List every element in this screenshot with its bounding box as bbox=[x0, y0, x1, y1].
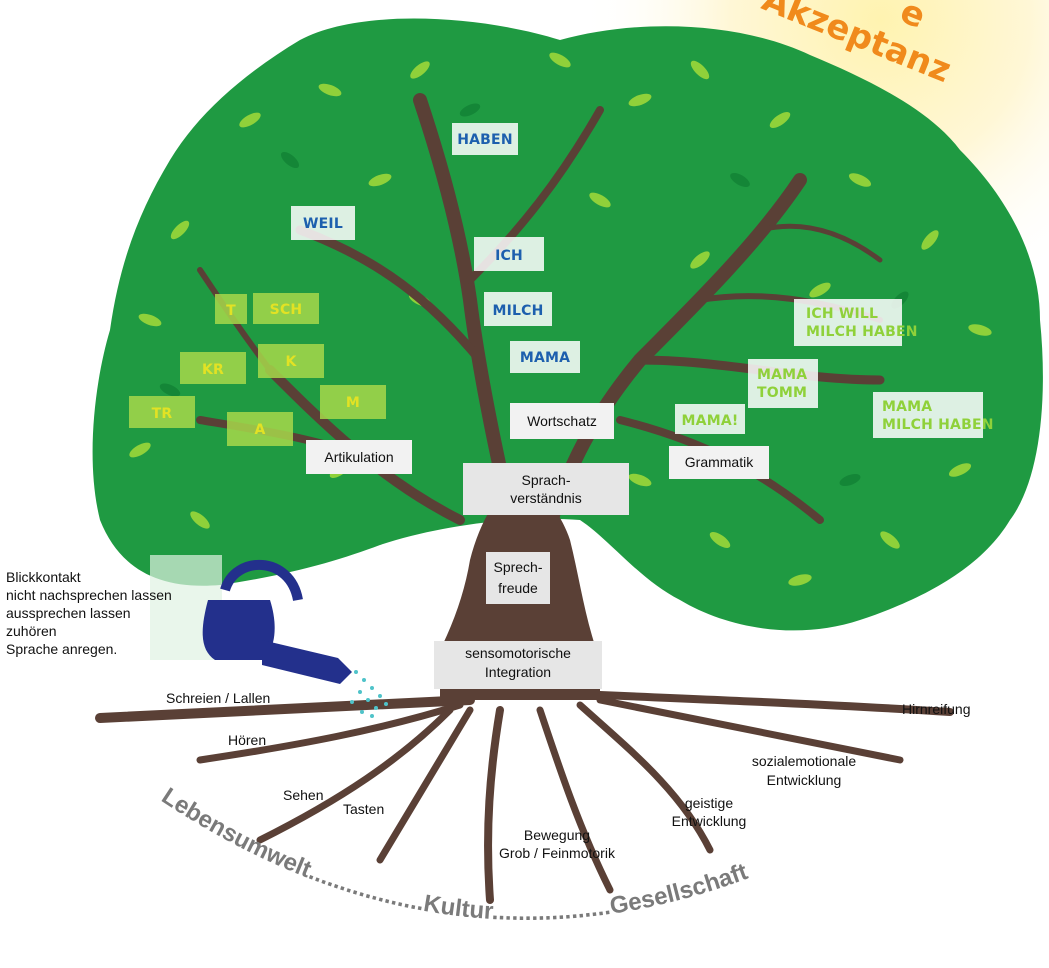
svg-text:verständnis: verständnis bbox=[510, 490, 582, 506]
sound-sch-box: SCH bbox=[253, 293, 319, 324]
sound-kr-box: KR bbox=[180, 352, 246, 384]
ground-arc-label: Lebensumwelt..................Kultur....… bbox=[157, 783, 751, 926]
sound-tr-box: TR bbox=[129, 396, 195, 428]
svg-text:SCH: SCH bbox=[270, 302, 303, 318]
watering-can-icon bbox=[150, 555, 388, 718]
sentence-mama-excl-box: MAMA! bbox=[675, 404, 745, 434]
root-tasten: Tasten bbox=[343, 801, 384, 817]
svg-text:zuhören: zuhören bbox=[6, 623, 57, 639]
svg-text:KR: KR bbox=[202, 362, 224, 378]
svg-text:T: T bbox=[226, 303, 236, 319]
root-hoeren: Hören bbox=[228, 732, 266, 748]
svg-text:HABEN: HABEN bbox=[457, 132, 513, 148]
word-mama-box: MAMA bbox=[510, 341, 580, 373]
svg-text:MAMA: MAMA bbox=[757, 367, 807, 383]
label-sprechfreude: Sprech- freude bbox=[486, 552, 550, 604]
root-bewegung: Bewegung bbox=[524, 827, 590, 843]
svg-text:TOMM: TOMM bbox=[757, 385, 807, 401]
tree-crown bbox=[92, 18, 1043, 631]
label-sprachverstaendnis: Sprach- verständnis bbox=[463, 463, 629, 515]
sound-k-box: K bbox=[258, 344, 324, 378]
sound-t-box: T bbox=[215, 294, 247, 324]
word-milch-box: MILCH bbox=[484, 292, 552, 326]
root-schreien: Schreien / Lallen bbox=[166, 690, 270, 706]
root-sozial: sozialemotionale bbox=[752, 753, 856, 769]
svg-text:sensomotorische: sensomotorische bbox=[465, 645, 571, 661]
watering-list: Blickkontakt nicht nachsprechen lassen a… bbox=[6, 569, 172, 657]
svg-text:M: M bbox=[346, 395, 360, 411]
svg-text:A: A bbox=[254, 422, 265, 438]
label-artikulation: Artikulation bbox=[306, 440, 412, 474]
svg-text:nicht nachsprechen lassen: nicht nachsprechen lassen bbox=[6, 587, 172, 603]
svg-text:Integration: Integration bbox=[485, 664, 551, 680]
svg-text:Artikulation: Artikulation bbox=[324, 449, 393, 465]
svg-text:MAMA: MAMA bbox=[882, 399, 932, 415]
root-geistige: geistige bbox=[685, 795, 733, 811]
word-haben-box: HABEN bbox=[452, 123, 518, 155]
word-weil-box: WEIL bbox=[291, 206, 355, 240]
svg-text:Sprech-: Sprech- bbox=[493, 559, 542, 575]
svg-text:MILCH HABEN: MILCH HABEN bbox=[882, 417, 994, 433]
root-sehen: Sehen bbox=[283, 787, 323, 803]
svg-text:Grammatik: Grammatik bbox=[685, 454, 754, 470]
svg-text:K: K bbox=[285, 354, 297, 370]
svg-text:freude: freude bbox=[498, 580, 538, 596]
label-sensomotorik: sensomotorische Integration bbox=[434, 641, 602, 689]
root-sozial-sub: Entwicklung bbox=[767, 772, 842, 788]
label-grammatik: Grammatik bbox=[669, 446, 769, 479]
svg-text:aussprechen lassen: aussprechen lassen bbox=[6, 605, 131, 621]
sound-a-box: A bbox=[227, 412, 293, 446]
svg-text:Wortschatz: Wortschatz bbox=[527, 413, 597, 429]
svg-text:MAMA!: MAMA! bbox=[682, 413, 739, 429]
svg-text:MILCH HABEN: MILCH HABEN bbox=[806, 324, 918, 340]
root-geistige-sub: Entwicklung bbox=[672, 813, 747, 829]
root-hirnreifung: Hirnreifung bbox=[902, 701, 970, 717]
svg-text:WEIL: WEIL bbox=[303, 216, 343, 232]
svg-text:Sprach-: Sprach- bbox=[521, 472, 570, 488]
svg-text:Blickkontakt: Blickkontakt bbox=[6, 569, 81, 585]
sentence-ich-will-box: ICH WILL MILCH HABEN bbox=[794, 299, 918, 346]
sentence-mama-milch-box: MAMA MILCH HABEN bbox=[873, 392, 994, 438]
label-wortschatz: Wortschatz bbox=[510, 403, 614, 439]
sentence-mama-tomm-box: MAMA TOMM bbox=[748, 359, 818, 408]
tree-roots bbox=[95, 691, 954, 904]
svg-text:ICH: ICH bbox=[495, 248, 523, 264]
svg-text:ICH WILL: ICH WILL bbox=[806, 306, 878, 322]
word-ich-box: ICH bbox=[474, 237, 544, 271]
svg-text:MAMA: MAMA bbox=[520, 350, 570, 366]
svg-text:Sprache anregen.: Sprache anregen. bbox=[6, 641, 117, 657]
sound-m-box: M bbox=[320, 385, 386, 419]
root-bewegung-sub: Grob / Feinmotorik bbox=[499, 845, 616, 861]
svg-text:MILCH: MILCH bbox=[492, 303, 543, 319]
svg-text:TR: TR bbox=[152, 406, 173, 422]
